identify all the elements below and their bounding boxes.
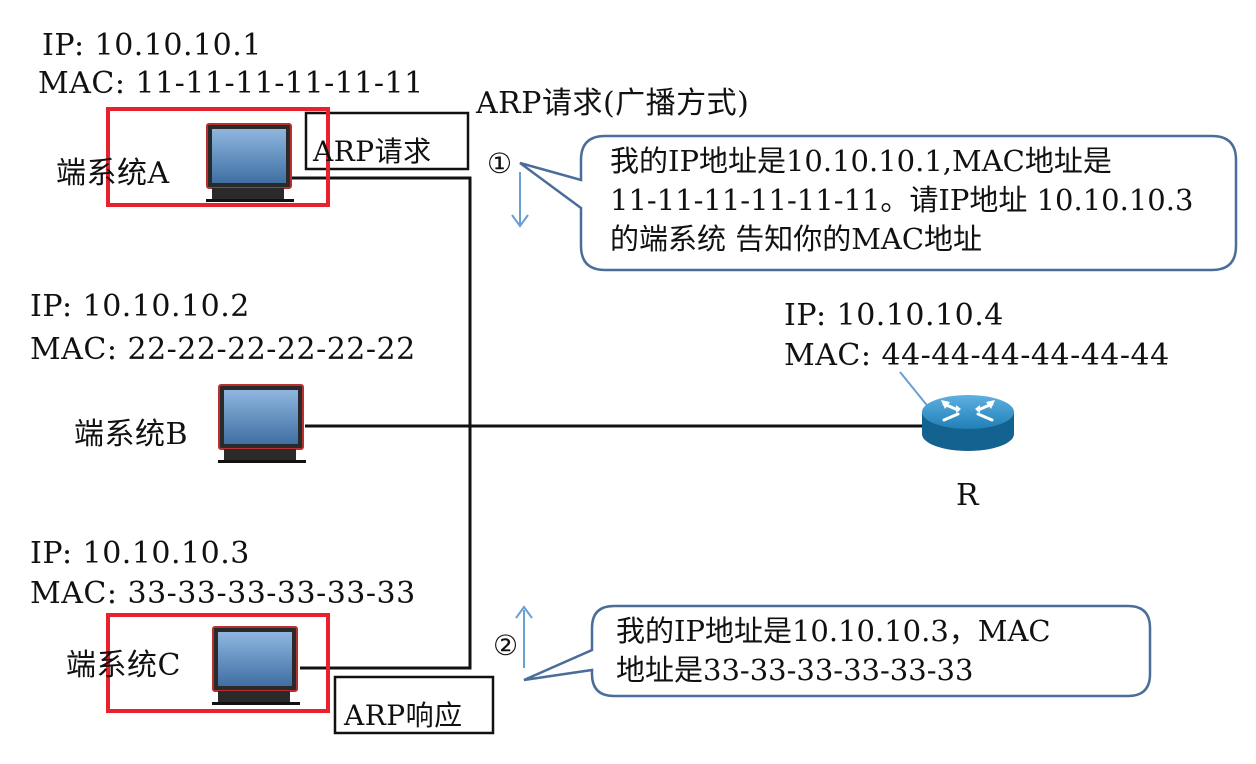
arp-request-bubble-line-1: 我的IP地址是10.10.10.1,MAC地址是 bbox=[610, 144, 1112, 178]
arp-request-box-label: ARP请求 bbox=[313, 135, 432, 168]
router-icon bbox=[922, 395, 1014, 451]
arp-request-box-frame bbox=[304, 111, 470, 171]
host-c-ip: IP: 10.10.10.3 bbox=[30, 536, 250, 571]
host-a-computer-icon bbox=[206, 123, 294, 202]
network-links bbox=[292, 176, 922, 670]
router-name: R bbox=[956, 478, 980, 513]
arp-request-bubble bbox=[519, 134, 1238, 272]
host-a-highlight bbox=[106, 107, 330, 207]
arp-request-bubble-line-3: 的端系统 告知你的MAC地址 bbox=[610, 222, 983, 256]
host-b-computer-icon bbox=[218, 384, 306, 463]
step-1-marker: ① bbox=[487, 147, 513, 180]
host-b-ip: IP: 10.10.10.2 bbox=[30, 289, 250, 324]
host-b-mac: MAC: 22-22-22-22-22-22 bbox=[30, 332, 416, 367]
host-c-highlight bbox=[106, 613, 330, 713]
router-ip: IP: 10.10.10.4 bbox=[784, 298, 1004, 333]
host-c-mac: MAC: 33-33-33-33-33-33 bbox=[30, 576, 416, 611]
arp-response-bubble bbox=[523, 604, 1152, 698]
arp-response-bubble-line-1: 我的IP地址是10.10.10.3，MAC bbox=[616, 614, 1051, 648]
host-a-name: 端系统A bbox=[56, 156, 170, 191]
step-2-marker: ② bbox=[493, 629, 519, 662]
host-c-computer-icon bbox=[212, 626, 300, 705]
host-a-mac: MAC: 11-11-11-11-11-11 bbox=[38, 66, 424, 101]
step-1-arrow bbox=[511, 172, 529, 228]
arp-response-box-label: ARP响应 bbox=[344, 699, 463, 732]
arp-response-bubble-line-2: 地址是33-33-33-33-33-33 bbox=[616, 653, 974, 687]
arp-request-bubble-line-2: 11-11-11-11-11-11。请IP地址 10.10.10.3 bbox=[610, 183, 1194, 217]
host-c-name: 端系统C bbox=[66, 648, 181, 683]
step-2-arrow bbox=[515, 605, 533, 668]
host-a-ip: IP: 10.10.10.1 bbox=[42, 28, 262, 63]
arp-request-header: ARP请求(广播方式) bbox=[476, 86, 750, 121]
router-mac: MAC: 44-44-44-44-44-44 bbox=[784, 338, 1170, 373]
arp-response-box-frame bbox=[333, 675, 495, 735]
link-host-a bbox=[292, 176, 472, 670]
host-b-name: 端系统B bbox=[74, 417, 189, 452]
